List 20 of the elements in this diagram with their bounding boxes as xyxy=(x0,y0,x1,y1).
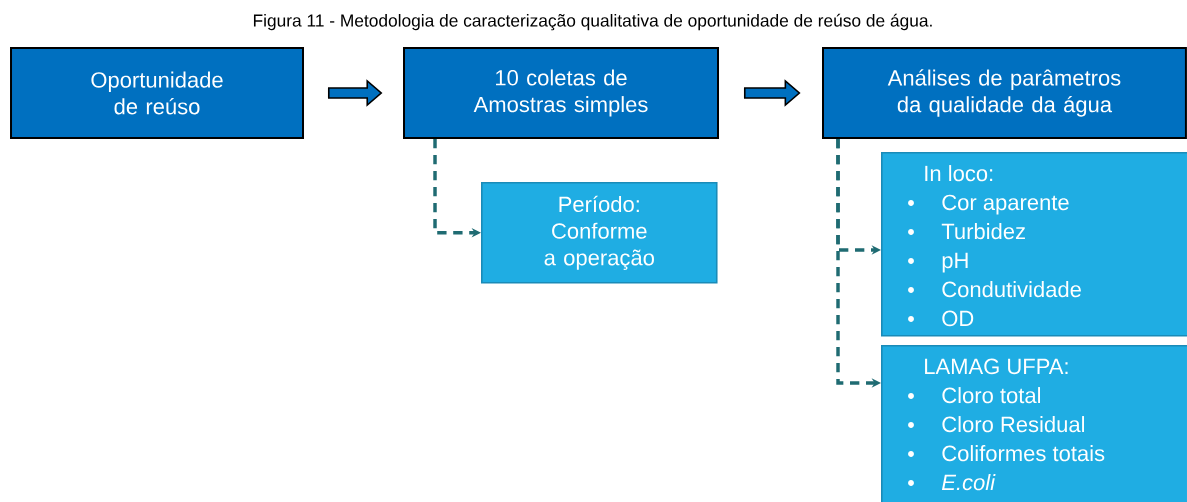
list-heading: In loco: xyxy=(925,165,993,182)
list-heading: LAMAG UFPA: xyxy=(925,358,1068,375)
list-item: Cloro total xyxy=(942,387,1041,404)
process-box: Oportunidade de reúso xyxy=(10,47,304,139)
list-box xyxy=(881,152,1187,337)
figure-title: Figura 11 - Metodologia de caracterização qualitativa de oportunidade de reúso de água. xyxy=(253,13,932,31)
list-item: Condutividade xyxy=(942,281,1081,298)
note-box: Período: Conforme a operação xyxy=(481,182,718,284)
list-item: OD xyxy=(942,310,974,327)
list-item: pH xyxy=(942,252,968,273)
list-item: E.coli xyxy=(941,474,996,491)
block-arrow xyxy=(743,79,801,107)
list-item: Cor aparente xyxy=(942,194,1069,215)
process-box: Análises de parâmetros da qualidade da água xyxy=(822,47,1187,139)
block-arrow xyxy=(327,79,383,107)
list-box xyxy=(881,345,1187,502)
list-item: Cloro Residual xyxy=(942,416,1085,433)
process-box: 10 coletas de Amostras simples xyxy=(403,47,719,139)
list-item: Turbidez xyxy=(941,223,1025,240)
list-item: Coliformes totais xyxy=(942,445,1105,462)
